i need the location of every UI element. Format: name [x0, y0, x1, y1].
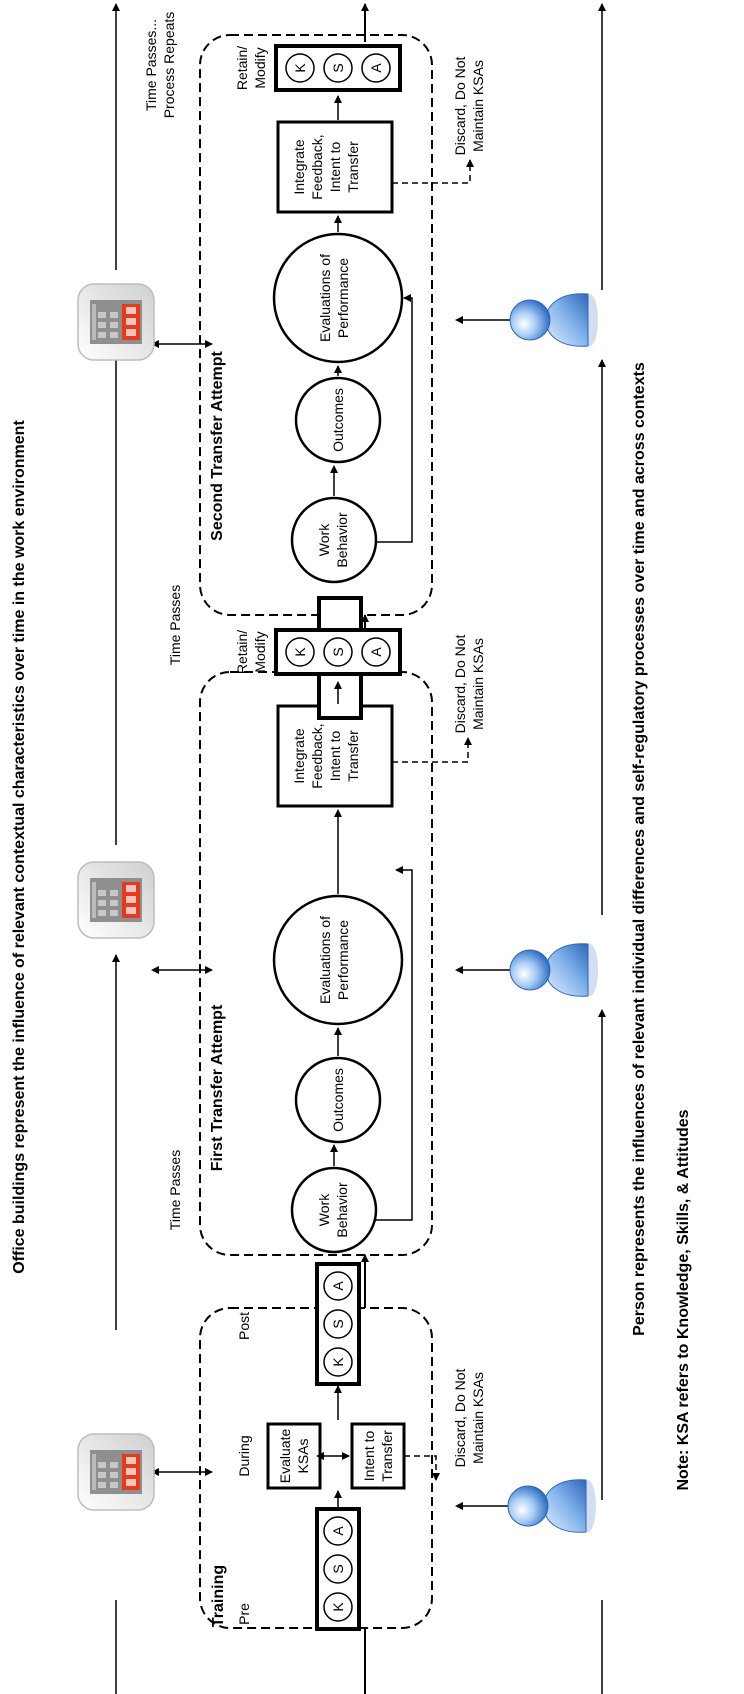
second-outcomes-label: Outcomes [330, 388, 346, 452]
first-evaluations-node [272, 894, 404, 1026]
first-a-circle [361, 637, 391, 667]
ksa-k-letter: K [330, 1602, 346, 1612]
first-integrate-line4: Transfer [345, 730, 361, 782]
first-work-behavior-node [290, 1166, 378, 1254]
person-icon [509, 943, 599, 997]
second-discard-arrow [392, 159, 474, 184]
training-pre-s-circle [323, 1554, 353, 1584]
first-eval-line2: Performance [335, 920, 351, 1000]
ksa-s-letter: S [330, 647, 346, 656]
time-passes-repeats-label-1: Time Passes... [143, 19, 159, 111]
second-work-to-eval-arrow [376, 294, 413, 543]
first-eval-line1: Evaluations of [317, 916, 333, 1004]
ksa-s-letter: S [330, 1319, 346, 1328]
training-intent-line2: Transfer [379, 1430, 395, 1482]
second-work-line1: Work [316, 523, 332, 556]
time-passes-repeats-label-2: Process Repeats [161, 12, 177, 119]
ksa-a-letter: A [330, 1281, 346, 1291]
first-outcomes-node [294, 1056, 382, 1144]
first-integrate-line2: Feedback, [309, 723, 325, 788]
second-outcomes-node [294, 376, 382, 464]
second-retain-line2: Modify [252, 47, 268, 88]
ksa-s-letter: S [330, 63, 346, 72]
second-discard-line2: Maintain KSAs [470, 60, 486, 152]
ksa-k-letter: K [292, 647, 308, 657]
training-discard-line2: Maintain KSAs [470, 1372, 486, 1464]
second-k-circle [285, 53, 315, 83]
training-intent-box [350, 1422, 406, 1490]
evaluate-ksas-line2: KSAs [295, 1438, 311, 1473]
second-retain-line1: Retain/ [234, 46, 250, 90]
second-integrate-box [276, 120, 394, 214]
training-post-s-circle [323, 1309, 353, 1339]
ksa-note: Note: KSA refers to Knowledge, Skills, &… [675, 1109, 692, 1490]
training-pre-k-circle [323, 1592, 353, 1622]
second-attempt-title: Second Transfer Attempt [209, 351, 226, 541]
training-post-label: Post [236, 1312, 252, 1340]
training-intent-line1: Intent to [361, 1430, 377, 1481]
ksa-s-letter: S [330, 1564, 346, 1573]
person-icon [507, 1479, 597, 1533]
evaluate-ksas-box [266, 1422, 322, 1490]
ksa-a-letter: A [368, 63, 384, 73]
first-work-to-eval-arrow [376, 866, 413, 1221]
time-passes-label-2: Time Passes [167, 585, 183, 665]
first-work-line2: Behavior [334, 1182, 350, 1238]
ksa-a-letter: A [330, 1526, 346, 1536]
person-caption: Person represents the influences of rele… [631, 362, 648, 1336]
second-evaluations-node [272, 232, 404, 364]
office-building-icon [77, 861, 155, 939]
second-discard-line1: Discard, Do Not [452, 56, 468, 155]
first-attempt-title: First Transfer Attempt [209, 1004, 226, 1171]
training-pre-label: Pre [236, 1603, 252, 1625]
training-post-k-circle [323, 1347, 353, 1377]
training-during-label: During [236, 1435, 252, 1476]
second-eval-line1: Evaluations of [317, 254, 333, 342]
training-post-a-circle [323, 1271, 353, 1301]
ksa-k-letter: K [330, 1357, 346, 1367]
second-s-circle [323, 53, 353, 83]
first-integrate-line1: Integrate [291, 728, 307, 783]
second-integrate-line1: Integrate [291, 139, 307, 194]
buildings-caption: Office buildings represent the influence… [11, 420, 28, 1274]
first-integrate-box [276, 704, 394, 808]
evaluate-ksas-line1: Evaluate [277, 1429, 293, 1484]
first-retain-line2: Modify [252, 631, 268, 672]
second-attempt-container [199, 34, 433, 616]
office-building-icon [77, 1433, 155, 1511]
second-work-line2: Behavior [334, 512, 350, 568]
second-integrate-line2: Feedback, [309, 134, 325, 199]
first-discard-line1: Discard, Do Not [452, 634, 468, 733]
ksa-a-letter: A [368, 647, 384, 657]
time-passes-label-1: Time Passes [167, 1150, 183, 1230]
ksa-k-letter: K [292, 63, 308, 73]
first-discard-line2: Maintain KSAs [470, 638, 486, 730]
training-title: Training [210, 1565, 227, 1627]
first-retain-line1: Retain/ [234, 630, 250, 674]
training-discard-line1: Discard, Do Not [452, 1368, 468, 1467]
first-outcomes-label: Outcomes [330, 1068, 346, 1132]
second-work-behavior-node [290, 496, 378, 584]
first-discard-arrow [392, 737, 472, 763]
second-integrate-line3: Intent to [327, 141, 343, 192]
first-work-line1: Work [316, 1193, 332, 1226]
office-building-icon [77, 283, 155, 361]
second-eval-line2: Performance [335, 258, 351, 338]
first-k-circle [285, 637, 315, 667]
training-discard-arrow [404, 1455, 440, 1481]
second-a-circle [361, 53, 391, 83]
first-s-circle [323, 637, 353, 667]
training-pre-a-circle [323, 1516, 353, 1546]
second-integrate-line4: Transfer [345, 141, 361, 193]
person-icon [509, 293, 599, 347]
first-integrate-line3: Intent to [327, 730, 343, 781]
